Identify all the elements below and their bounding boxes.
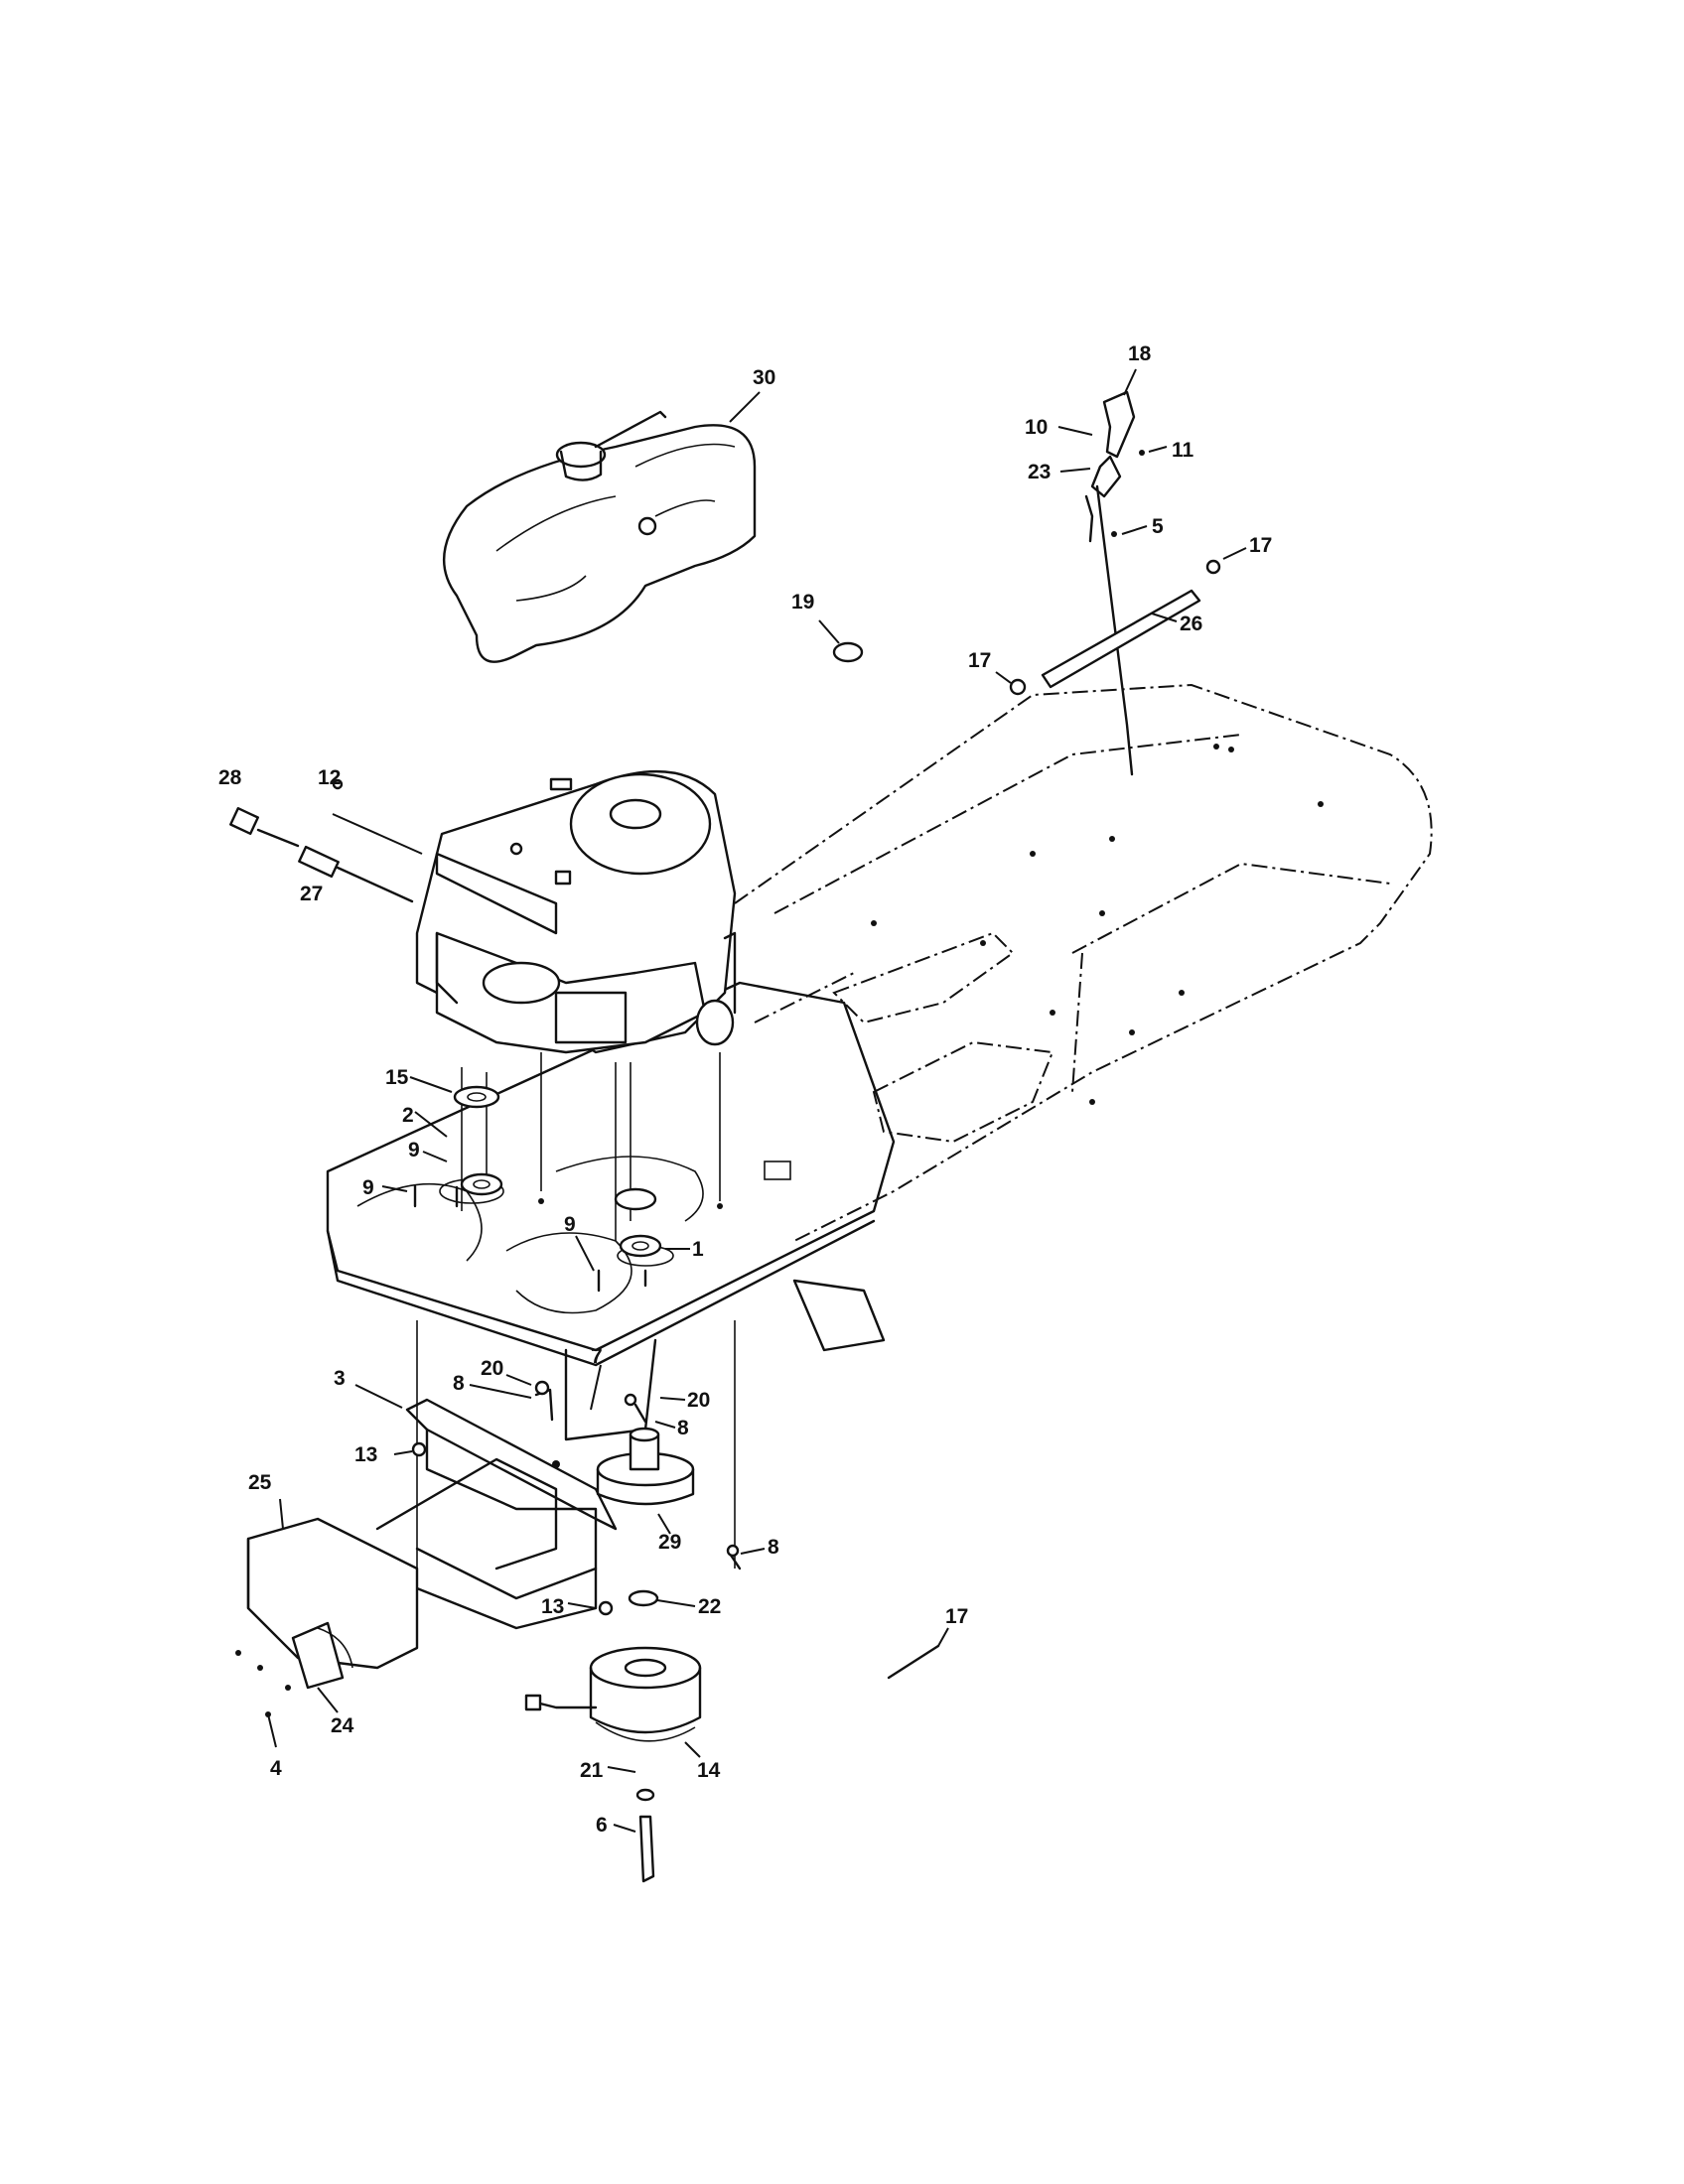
callout-11: 11 [1172,439,1194,462]
callout-28: 28 [218,766,242,789]
spark-plug-parts [229,806,414,903]
callout-14: 14 [697,1759,721,1782]
callout-10: 10 [1025,416,1048,439]
loose-part-17 [887,1644,940,1680]
callout-15: 15 [385,1066,409,1089]
callout-30: 30 [753,366,775,389]
callout-20-a: 20 [481,1357,503,1380]
leader-lines [267,368,1247,1833]
fuel-tank [442,410,757,663]
callout-2: 2 [402,1104,414,1127]
callout-24: 24 [331,1714,354,1737]
plug-19 [832,641,864,663]
gaskets [413,1085,723,1293]
callout-20-b: 20 [687,1389,710,1412]
chassis-frame [734,683,1433,1242]
callout-17-top: 17 [1249,534,1272,557]
callout-13-a: 13 [354,1443,377,1466]
callout-22: 22 [698,1595,721,1618]
callout-4: 4 [270,1757,282,1780]
callout-17-bottom: 17 [945,1605,968,1628]
callout-26: 26 [1180,613,1202,635]
callout-8-c: 8 [768,1536,779,1559]
callout-5: 5 [1152,515,1164,538]
callout-9-b: 9 [362,1176,374,1199]
callout-29: 29 [658,1531,681,1554]
fasteners [332,778,742,1616]
callout-18: 18 [1128,342,1152,365]
callout-12: 12 [318,766,341,789]
callout-9-c: 9 [564,1213,576,1236]
callouts: 30 18 10 11 23 5 17 19 26 17 28 12 27 15… [218,342,1272,1837]
deck-plate [326,981,896,1441]
callout-8-a: 8 [453,1372,465,1395]
callout-25: 25 [248,1471,272,1494]
callout-19: 19 [791,591,814,614]
engine [415,769,737,1054]
callout-9-a: 9 [408,1139,420,1161]
pulley-and-clutch [524,1427,702,1883]
callout-1: 1 [692,1238,704,1261]
callout-13-b: 13 [541,1595,564,1618]
throttle-control [1009,390,1221,776]
callout-27: 27 [300,883,323,905]
callout-8-b: 8 [677,1417,689,1439]
callout-17-mid: 17 [968,649,991,672]
callout-21: 21 [580,1759,604,1782]
muffler [235,1517,419,1717]
callout-3: 3 [334,1367,346,1390]
mount-lines [461,1052,721,1241]
callout-6: 6 [596,1814,608,1837]
callout-23: 23 [1028,461,1051,483]
callout-7: 7 [591,1345,603,1368]
